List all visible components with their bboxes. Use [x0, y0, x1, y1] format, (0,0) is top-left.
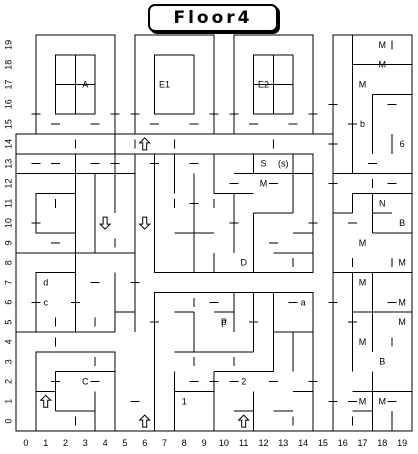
cell-label-m-2: M [379, 60, 387, 70]
y-axis-label-15: 15 [3, 119, 13, 129]
cell-label-two: 2 [241, 377, 246, 387]
x-axis-label-10: 10 [219, 438, 229, 448]
y-axis-label-1: 1 [3, 399, 13, 404]
x-axis-label-7: 7 [162, 438, 167, 448]
cell-label-m-8: M [398, 297, 406, 307]
x-axis-label-17: 17 [357, 438, 367, 448]
floor-title: Floor4 [148, 4, 278, 32]
cell-label-p-cap: P [221, 317, 227, 327]
map-doors [31, 40, 397, 426]
y-axis-label-13: 13 [3, 159, 13, 169]
x-axis-label-14: 14 [298, 438, 308, 448]
x-axis-label-8: 8 [182, 438, 187, 448]
arrow-up-icon [237, 414, 250, 428]
y-axis-label-12: 12 [3, 178, 13, 188]
cell-label-m-3: M [359, 80, 367, 90]
cell-label-s: S [260, 159, 266, 169]
x-axis-label-18: 18 [377, 438, 387, 448]
y-axis-label-9: 9 [3, 240, 13, 245]
y-axis-label-14: 14 [3, 139, 13, 149]
x-axis-label-4: 4 [103, 438, 108, 448]
x-axis-label-15: 15 [318, 438, 328, 448]
y-axis-label-3: 3 [3, 359, 13, 364]
cell-label-b-lower: b [360, 119, 365, 129]
cell-label-d-lower: d [43, 278, 48, 288]
cell-label-m-10: M [359, 337, 367, 347]
x-axis-label-3: 3 [83, 438, 88, 448]
x-axis-label-1: 1 [43, 438, 48, 448]
arrow-up-icon [138, 137, 151, 151]
cell-label-a-room-top: A [82, 80, 88, 90]
y-axis-label-5: 5 [3, 320, 13, 325]
y-axis-label-8: 8 [3, 260, 13, 265]
floor-title-text: Floor4 [173, 8, 253, 28]
cell-label-s-paren: (s) [278, 159, 289, 169]
stair-arrows [39, 137, 250, 428]
x-axis-label-19: 19 [397, 438, 407, 448]
cell-label-d-upper: D [240, 258, 247, 268]
x-axis-label-13: 13 [278, 438, 288, 448]
arrow-up-icon [138, 414, 151, 428]
cell-label-six: 6 [400, 139, 405, 149]
cell-label-m-11: M [359, 396, 367, 406]
x-axis-label-5: 5 [122, 438, 127, 448]
cell-label-m-1: M [379, 40, 387, 50]
cell-label-c-lower: c [43, 297, 48, 307]
cell-label-b-bottom: B [379, 357, 385, 367]
cell-label-one: 1 [182, 396, 187, 406]
map-walls [15, 34, 413, 432]
arrow-down-icon [98, 216, 112, 230]
x-axis-label-0: 0 [23, 438, 28, 448]
cell-label-m-5: M [359, 238, 367, 248]
cell-label-m-7: M [359, 278, 367, 288]
y-axis-label-2: 2 [3, 379, 13, 384]
x-axis-label-12: 12 [258, 438, 268, 448]
y-axis-label-17: 17 [3, 79, 13, 89]
cell-label-m-12: M [379, 396, 387, 406]
y-axis-label-4: 4 [3, 339, 13, 344]
y-axis-label-10: 10 [3, 218, 13, 228]
cell-label-e1: E1 [159, 80, 170, 90]
cell-label-c-upper: C [82, 377, 89, 387]
y-axis-label-7: 7 [3, 280, 13, 285]
cell-label-m-4: M [260, 179, 268, 189]
cell-label-p-low: p [221, 317, 226, 327]
y-axis-label-19: 19 [3, 40, 13, 50]
y-axis-label-18: 18 [3, 60, 13, 70]
y-axis-label-16: 16 [3, 99, 13, 109]
y-axis-label-0: 0 [3, 419, 13, 424]
cell-label-m-9: M [398, 317, 406, 327]
x-axis-label-11: 11 [239, 438, 248, 448]
y-axis-label-11: 11 [3, 199, 13, 208]
x-axis-label-9: 9 [202, 438, 207, 448]
x-axis-label-2: 2 [63, 438, 68, 448]
arrow-down-icon [138, 216, 151, 230]
cell-label-a-lower: a [301, 297, 306, 307]
cell-label-m-6: M [398, 258, 406, 268]
cell-label-e2: E2 [258, 80, 269, 90]
cell-label-b-upper: B [399, 218, 405, 228]
x-axis-label-16: 16 [338, 438, 348, 448]
cell-label-n: N [379, 198, 386, 208]
arrow-up-icon [39, 394, 52, 408]
y-axis-label-6: 6 [3, 300, 13, 305]
x-axis-label-6: 6 [142, 438, 147, 448]
